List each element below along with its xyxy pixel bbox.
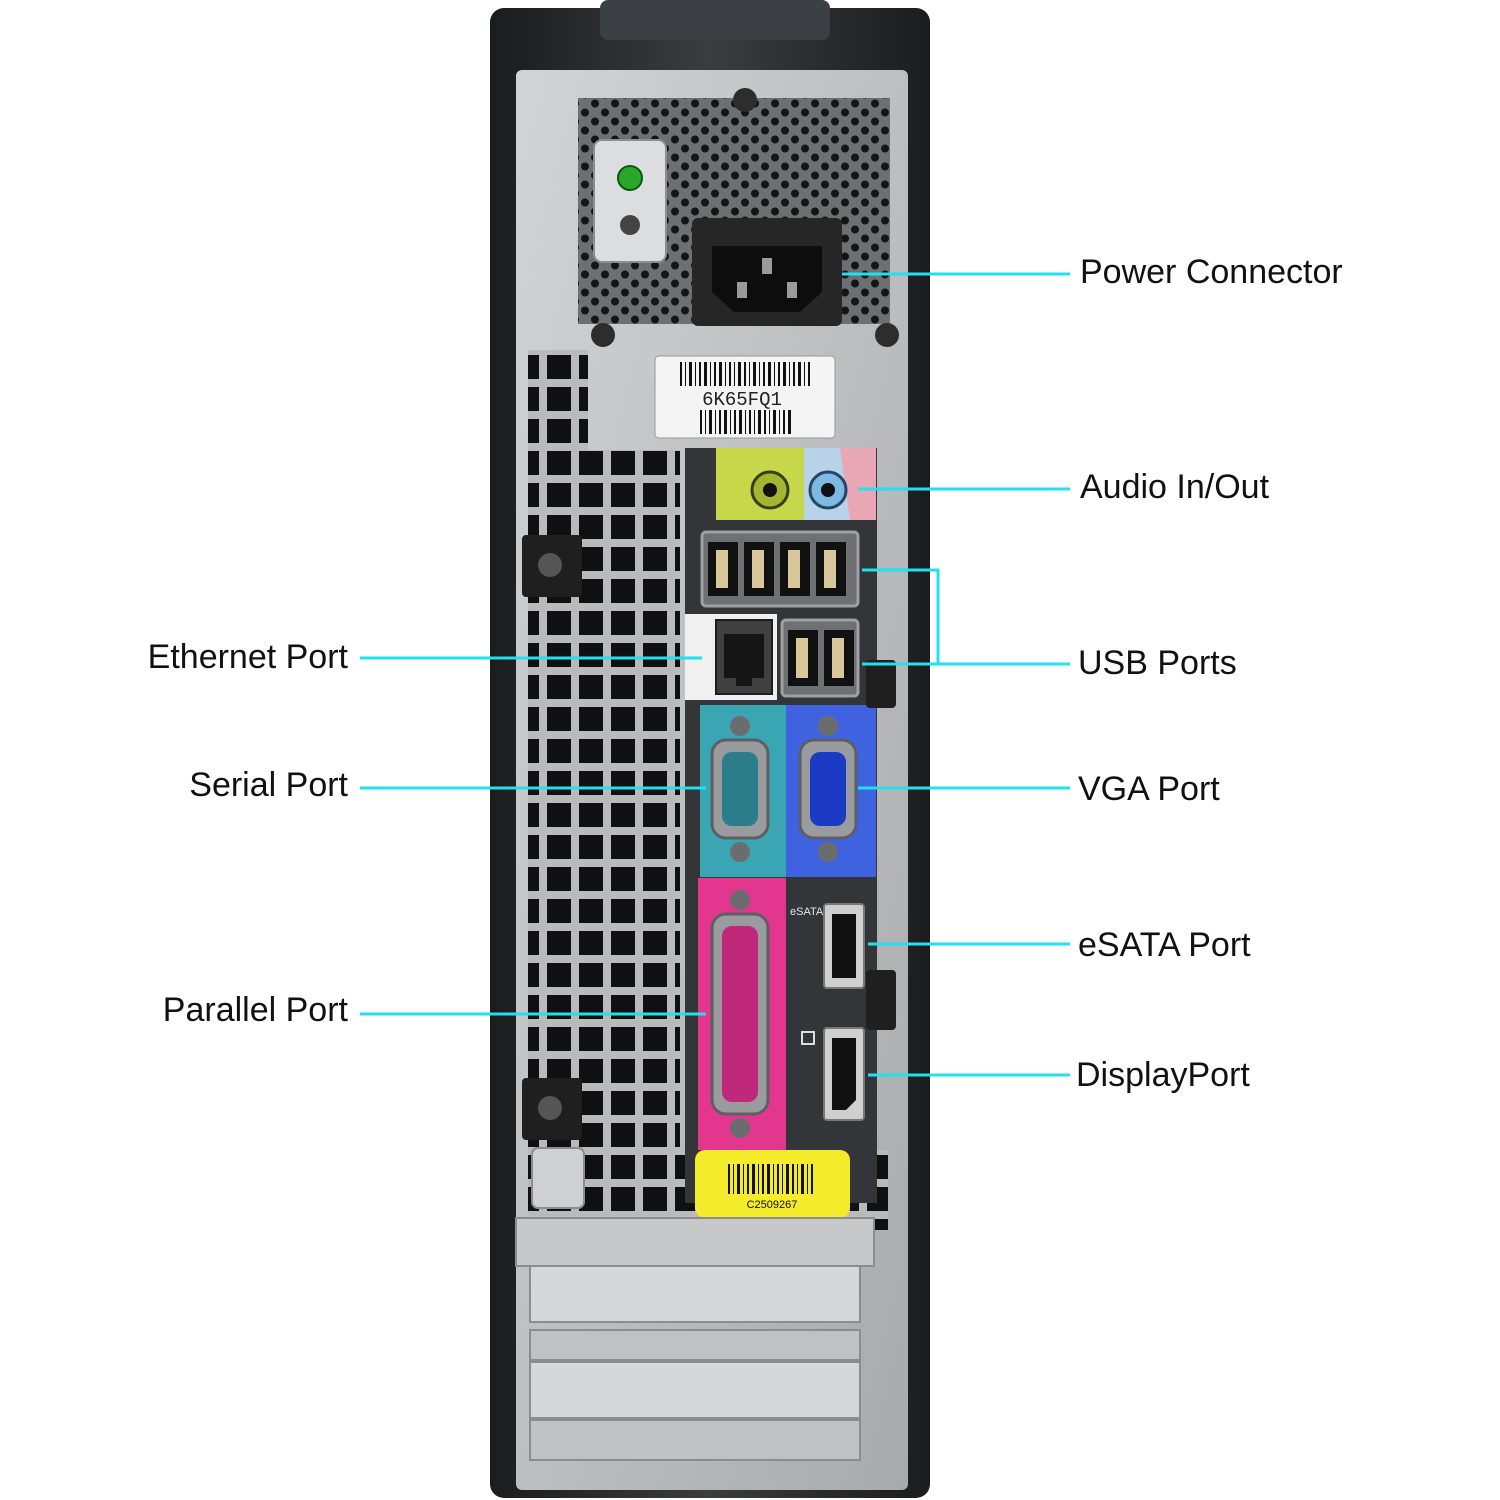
callout-parallel-port: Parallel Port [162,991,348,1029]
screw-icon [730,1118,750,1138]
latch-tab [531,1147,585,1209]
callout-esata-port: eSATA Port [1078,926,1251,964]
callout-vga-port: VGA Port [1078,770,1220,808]
expansion-slot-cover [529,1419,861,1461]
callout-power-connector: Power Connector [1080,253,1343,291]
expansion-slot-cover [529,1329,861,1361]
callout-audio-in-out: Audio In/Out [1080,468,1270,506]
screw-icon [730,716,750,736]
expansion-slot-cover [515,1217,875,1267]
cable-clip [866,970,896,1030]
screw-icon [591,323,615,347]
screw-icon [730,842,750,862]
callout-serial-port: Serial Port [189,766,348,804]
leader-line-usb [862,568,1070,666]
callout-displayport: DisplayPort [1076,1056,1250,1094]
power-socket-opening [712,246,822,312]
displayport-icon [801,1031,815,1045]
screw-icon [730,890,750,910]
screw-icon [733,88,757,112]
leader-lines [360,272,1070,1077]
asset-tag-text: C2509267 [747,1199,798,1211]
barcode-icon [680,362,810,434]
callout-ethernet-port: Ethernet Port [147,638,348,676]
psu-switch-plate [593,139,667,263]
expansion-slot-cover [529,1361,861,1419]
expansion-slot-cover [529,1265,861,1323]
service-tag-text: 6K65FQ1 [702,389,782,411]
screw-icon [538,553,562,577]
cable-clip [866,660,896,708]
barcode-icon [728,1164,813,1194]
screw-icon [818,842,838,862]
screw-icon [875,323,899,347]
center-grille [588,450,680,1230]
screw-icon [538,1096,562,1120]
callout-usb-ports: USB Ports [1078,644,1237,682]
case-top-tab [600,0,830,40]
screw-icon [818,716,838,736]
psu-test-button-icon [620,215,640,235]
psu-led-icon [617,165,643,191]
esata-marking: eSATA [790,906,824,918]
